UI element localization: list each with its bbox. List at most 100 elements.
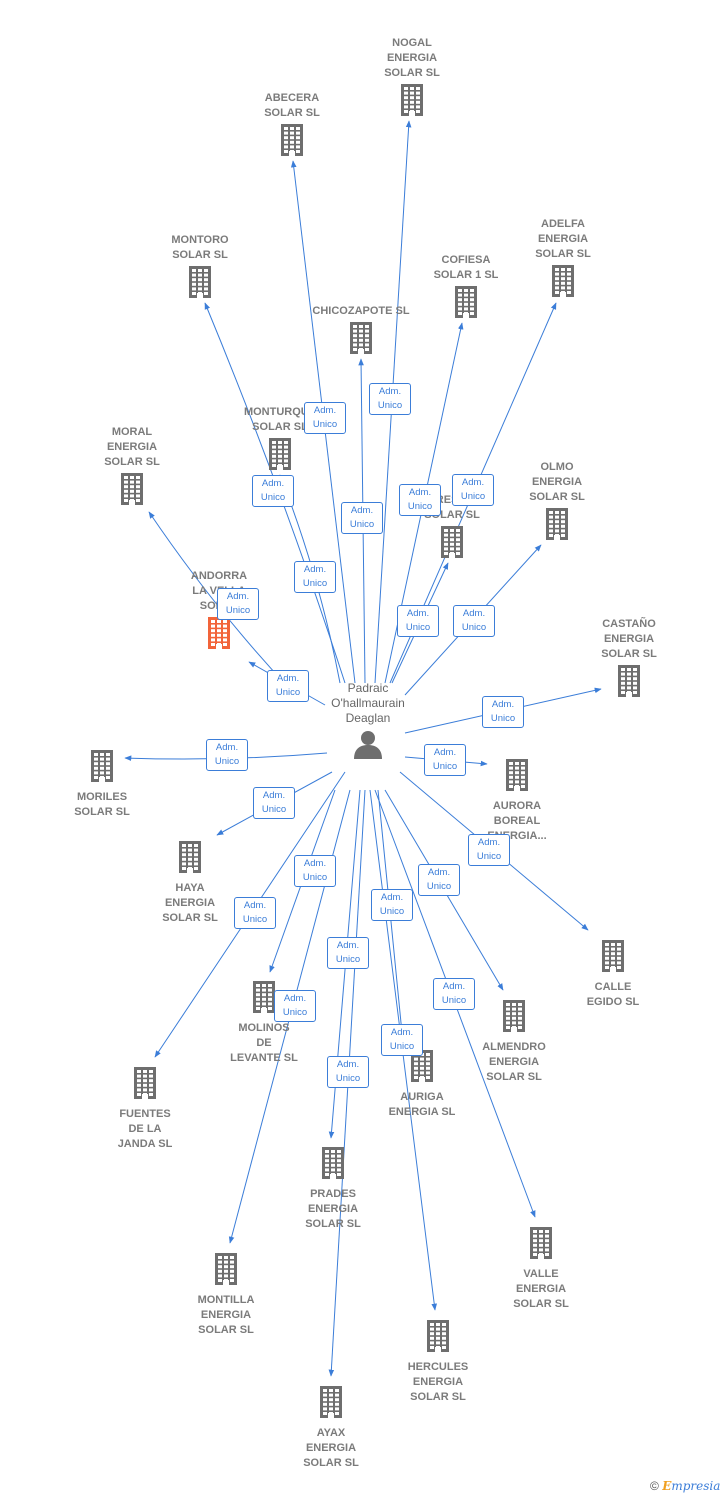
relation-label-line2: Unico xyxy=(461,622,487,633)
company-node-chicozapote[interactable]: CHICOZAPOTE SL xyxy=(309,304,413,359)
copyright-credit[interactable]: © Empresia xyxy=(650,1479,720,1493)
building-icon xyxy=(602,940,624,977)
building-icon xyxy=(322,1147,344,1179)
building-icon xyxy=(530,1227,552,1264)
relation-label-line2: Unico xyxy=(407,501,433,512)
relation-badge-cofiesa[interactable]: Adm.Unico xyxy=(399,484,441,516)
building-icon xyxy=(401,84,423,116)
relation-label-line1: Adm. xyxy=(380,892,404,903)
company-node-moriles[interactable]: MORILES SOLAR SL xyxy=(50,750,154,820)
relation-badge-andorra[interactable]: Adm.Unico xyxy=(267,670,309,702)
company-node-auriga[interactable]: AURIGA ENERGIA SL xyxy=(370,1050,474,1120)
person-icon xyxy=(353,729,383,764)
company-node-valle[interactable]: VALLE ENERGIA SOLAR SL xyxy=(489,1227,593,1312)
building-icon xyxy=(179,841,201,873)
relation-label-line1: Adm. xyxy=(390,1027,414,1038)
relation-badge-valle[interactable]: Adm.Unico xyxy=(433,978,475,1010)
relation-badge-nogal[interactable]: Adm.Unico xyxy=(369,383,411,415)
building-icon xyxy=(215,1253,237,1290)
relation-label-line2: Unico xyxy=(432,761,458,772)
company-node-ayax[interactable]: AYAX ENERGIA SOLAR SL xyxy=(279,1386,383,1471)
relation-label-line1: Adm. xyxy=(491,699,515,710)
relation-label-line1: Adm. xyxy=(336,940,360,951)
relation-badge-montoro[interactable]: Adm.Unico xyxy=(252,475,294,507)
relation-badge-fuentes[interactable]: Adm.Unico xyxy=(234,897,276,929)
building-icon xyxy=(530,1227,552,1259)
building-icon xyxy=(350,322,372,359)
company-label: MONTORO SOLAR SL xyxy=(171,234,229,261)
relation-label-line1: Adm. xyxy=(261,478,285,489)
company-node-molinos[interactable]: MOLINOS DE LEVANTE SL xyxy=(212,981,316,1066)
relation-badge-prades[interactable]: Adm.Unico xyxy=(327,937,369,969)
company-label: MOLINOS DE LEVANTE SL xyxy=(230,1022,298,1064)
company-node-aurora[interactable]: AURORA BOREAL ENERGIA... xyxy=(465,759,569,844)
relation-label-line1: Adm. xyxy=(262,790,286,801)
company-label: COFIESA SOLAR 1 SL xyxy=(433,254,499,281)
building-icon xyxy=(320,1386,342,1418)
relation-badge-chicozapote[interactable]: Adm.Unico xyxy=(341,502,383,534)
relation-badge-haya[interactable]: Adm.Unico xyxy=(253,787,295,819)
building-icon xyxy=(503,1000,525,1037)
relation-badge-adelfa[interactable]: Adm.Unico xyxy=(452,474,494,506)
company-node-castano[interactable]: CASTAÑO ENERGIA SOLAR SL xyxy=(577,617,681,702)
company-node-abecera[interactable]: ABECERA SOLAR SL xyxy=(240,91,344,161)
company-node-prades[interactable]: PRADES ENERGIA SOLAR SL xyxy=(281,1147,385,1232)
building-icon xyxy=(215,1253,237,1285)
relation-label-line2: Unico xyxy=(282,1007,308,1018)
company-node-hercules[interactable]: HERCULES ENERGIA SOLAR SL xyxy=(386,1320,490,1405)
company-node-montoro[interactable]: MONTORO SOLAR SL xyxy=(148,233,252,303)
company-node-almendro[interactable]: ALMENDRO ENERGIA SOLAR SL xyxy=(462,1000,566,1085)
relation-label-line2: Unico xyxy=(225,605,251,616)
relation-badge-fresno[interactable]: Adm.Unico xyxy=(397,605,439,637)
building-icon xyxy=(134,1067,156,1104)
building-icon xyxy=(552,265,574,302)
relation-label-line2: Unico xyxy=(312,419,338,430)
building-icon xyxy=(91,750,113,787)
company-node-monturque[interactable]: MONTURQUE SOLAR SL xyxy=(228,405,332,475)
company-node-nogal[interactable]: NOGAL ENERGIA SOLAR SL xyxy=(360,36,464,121)
relation-badge-montilla[interactable]: Adm.Unico xyxy=(274,990,316,1022)
company-node-adelfa[interactable]: ADELFA ENERGIA SOLAR SL xyxy=(511,217,615,302)
person-node-center[interactable]: Padraic O'hallmaurain Deaglan xyxy=(316,681,420,764)
relation-badge-castano[interactable]: Adm.Unico xyxy=(482,696,524,728)
building-icon xyxy=(208,617,230,654)
relation-label-line2: Unico xyxy=(214,756,240,767)
relation-label-line1: Adm. xyxy=(313,405,337,416)
relation-badge-hercules[interactable]: Adm.Unico xyxy=(381,1024,423,1056)
relation-label-line2: Unico xyxy=(441,995,467,1006)
relation-badge-calle[interactable]: Adm.Unico xyxy=(468,834,510,866)
relation-badge-olmo[interactable]: Adm. Unico xyxy=(453,605,495,637)
relation-label-line2: Unico xyxy=(426,881,452,892)
relation-badge-almendro[interactable]: Adm.Unico xyxy=(418,864,460,896)
relation-badge-monturque[interactable]: Adm.Unico xyxy=(294,561,336,593)
company-label: MORAL ENERGIA SOLAR SL xyxy=(104,426,160,468)
relation-badge-moriles[interactable]: Adm.Unico xyxy=(206,739,248,771)
relation-badge-moral[interactable]: Adm.Unico xyxy=(217,588,259,620)
relation-badge-aurora[interactable]: Adm.Unico xyxy=(424,744,466,776)
building-icon xyxy=(546,508,568,545)
relation-label-line1: Adm. xyxy=(303,858,327,869)
relation-badge-molinos[interactable]: Adm.Unico xyxy=(294,855,336,887)
building-icon xyxy=(269,438,291,470)
building-icon xyxy=(179,841,201,878)
company-node-cofiesa[interactable]: COFIESA SOLAR 1 SL xyxy=(414,253,518,323)
company-label: ABECERA SOLAR SL xyxy=(264,92,320,119)
company-label: NOGAL ENERGIA SOLAR SL xyxy=(384,37,440,79)
company-node-moral[interactable]: MORAL ENERGIA SOLAR SL xyxy=(80,425,184,510)
relation-label-line1: Adm. xyxy=(462,608,486,619)
company-node-haya[interactable]: HAYA ENERGIA SOLAR SL xyxy=(138,841,242,926)
company-label: ALMENDRO ENERGIA SOLAR SL xyxy=(482,1041,546,1083)
company-label: CALLE EGIDO SL xyxy=(586,981,640,1008)
company-node-montilla[interactable]: MONTILLA ENERGIA SOLAR SL xyxy=(174,1253,278,1338)
company-node-fuentes[interactable]: FUENTES DE LA JANDA SL xyxy=(93,1067,197,1152)
company-node-calle[interactable]: CALLE EGIDO SL xyxy=(561,940,665,1010)
building-icon xyxy=(441,526,463,558)
relation-badge-abecera[interactable]: Adm. Unico xyxy=(304,402,346,434)
company-node-olmo[interactable]: OLMO ENERGIA SOLAR SL xyxy=(505,460,609,545)
relation-label-line1: Adm. xyxy=(276,673,300,684)
relation-badge-auriga[interactable]: Adm.Unico xyxy=(371,889,413,921)
building-icon xyxy=(208,617,230,649)
relation-badge-ayax[interactable]: Adm.Unico xyxy=(327,1056,369,1088)
building-icon xyxy=(189,266,211,298)
